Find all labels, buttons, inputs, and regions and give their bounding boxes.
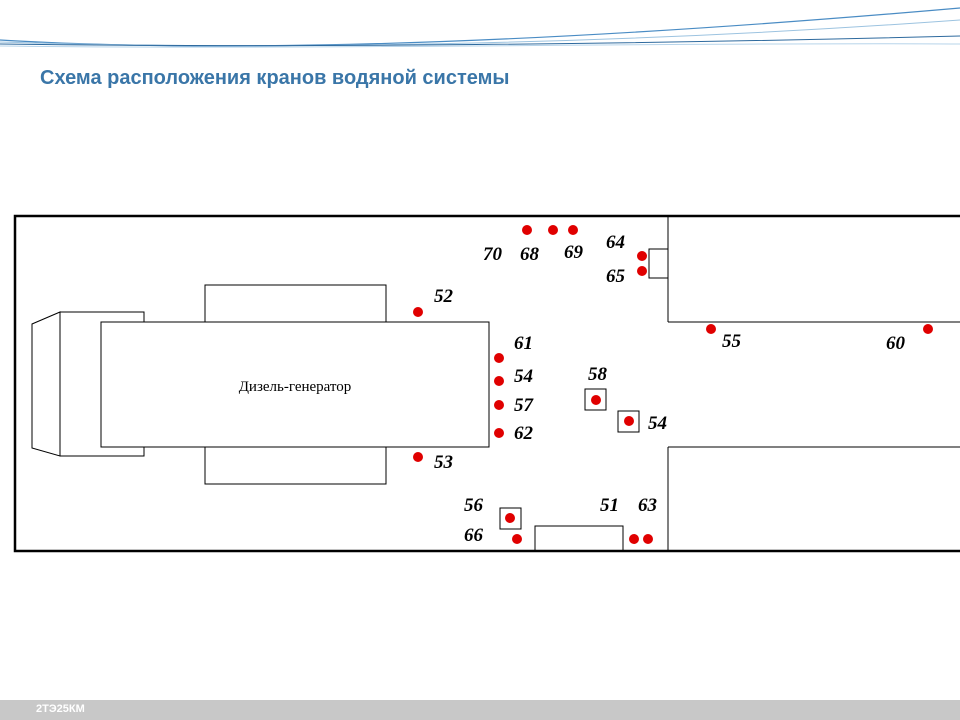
bottom-equipment-block xyxy=(534,525,624,552)
valve-marker-54b xyxy=(624,416,634,426)
footer-bar: 2ТЭ25КМ xyxy=(0,700,960,720)
valve-marker-69 xyxy=(568,225,578,235)
valve-marker-52 xyxy=(413,307,423,317)
valve-marker-62 xyxy=(494,428,504,438)
valve-box-56 xyxy=(499,507,522,530)
valve-label-56: 56 xyxy=(464,495,484,516)
valve-label-60: 60 xyxy=(886,333,906,354)
generator-support-top xyxy=(204,284,387,323)
valve-marker-68 xyxy=(548,225,558,235)
valve-label-54a: 54 xyxy=(514,366,533,387)
valve-label-70: 70 xyxy=(483,244,503,265)
valve-label-58: 58 xyxy=(588,364,608,385)
valve-marker-60 xyxy=(923,324,933,334)
valve-label-64: 64 xyxy=(606,232,625,253)
valve-marker-56 xyxy=(505,513,515,523)
valve-marker-53 xyxy=(413,452,423,462)
diesel-generator-label: Дизель-генератор xyxy=(239,379,352,395)
valve-marker-64 xyxy=(637,251,647,261)
valve-marker-61 xyxy=(494,353,504,363)
generator-support-bottom xyxy=(204,446,387,485)
valve-box-64-65 xyxy=(648,248,669,279)
valve-marker-51 xyxy=(629,534,639,544)
header-wave-decoration xyxy=(0,7,960,48)
valve-label-63: 63 xyxy=(638,495,657,516)
valve-marker-63 xyxy=(643,534,653,544)
valve-marker-66 xyxy=(512,534,522,544)
valve-label-54b: 54 xyxy=(648,413,667,434)
slide-title: Схема расположения кранов водяной систем… xyxy=(40,67,510,89)
valve-marker-54a xyxy=(494,376,504,386)
valve-label-52: 52 xyxy=(434,286,454,307)
locomotive-body-outline xyxy=(13,214,960,553)
valve-label-66: 66 xyxy=(464,525,484,546)
valve-marker-57 xyxy=(494,400,504,410)
diesel-generator-block xyxy=(100,321,490,448)
valve-box-58 xyxy=(584,388,607,411)
valve-label-69: 69 xyxy=(564,242,584,263)
valve-marker-58 xyxy=(591,395,601,405)
valve-box-54 xyxy=(617,410,640,433)
valve-marker-65 xyxy=(637,266,647,276)
valve-label-55: 55 xyxy=(722,331,742,352)
valve-label-57: 57 xyxy=(514,395,535,416)
footer-model-label: 2ТЭ25КМ xyxy=(36,703,85,715)
valve-label-62: 62 xyxy=(514,423,534,444)
valve-label-65: 65 xyxy=(606,266,626,287)
valve-marker-55 xyxy=(706,324,716,334)
valve-label-61: 61 xyxy=(514,333,533,354)
valve-label-68: 68 xyxy=(520,244,540,265)
engine-end-shape xyxy=(31,311,61,457)
valve-label-53: 53 xyxy=(434,452,453,473)
valve-marker-70 xyxy=(522,225,532,235)
valve-label-51: 51 xyxy=(600,495,619,516)
